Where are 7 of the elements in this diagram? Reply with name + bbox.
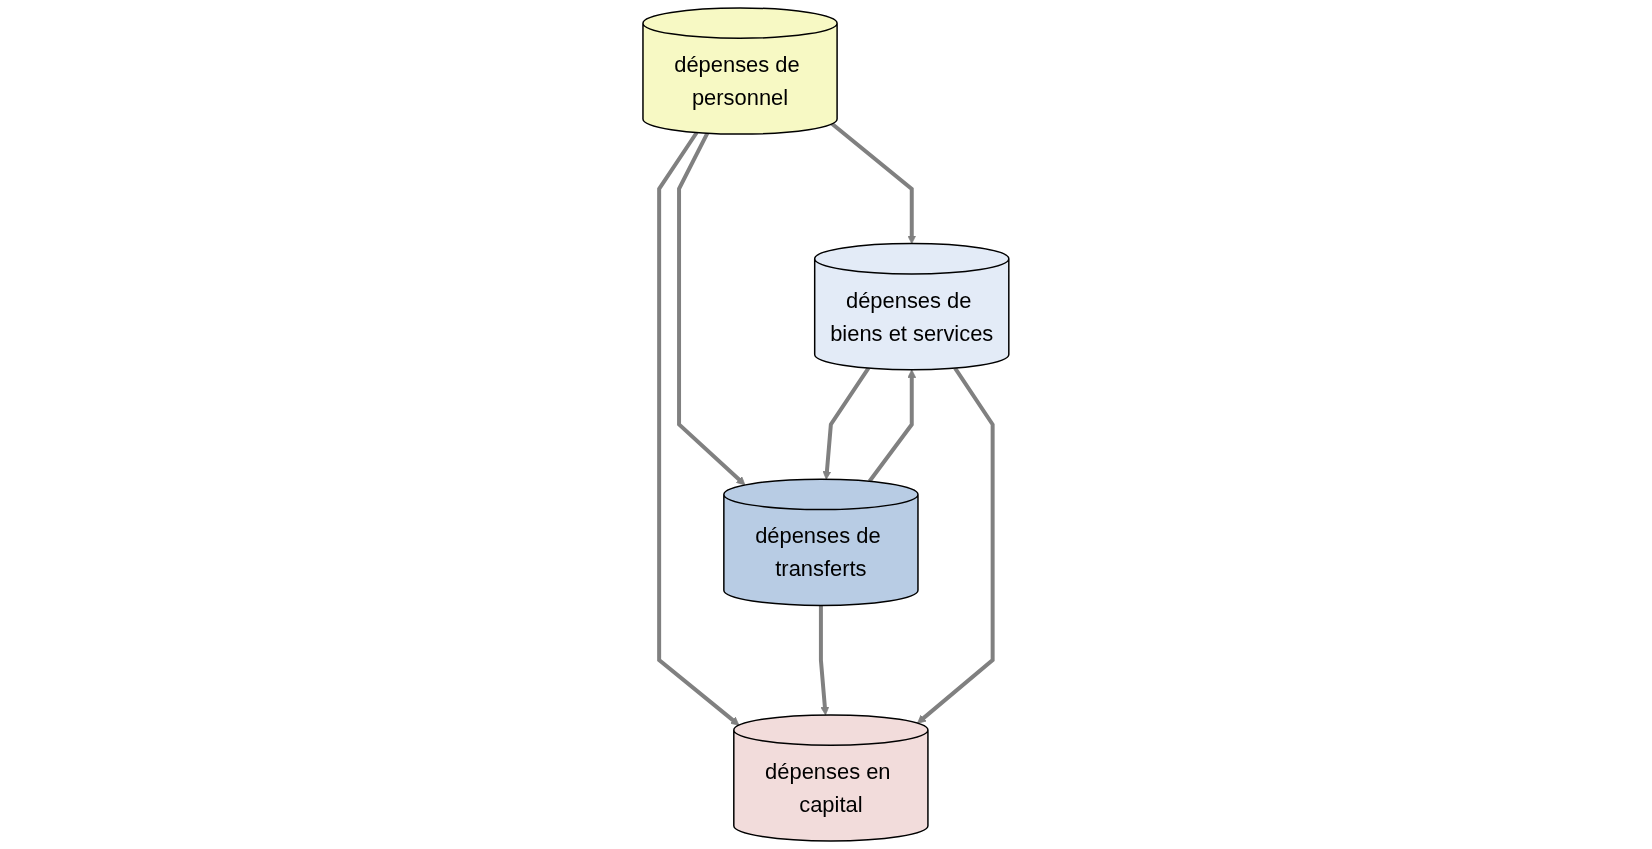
- arrow: [819, 605, 830, 716]
- arrow: [868, 369, 917, 483]
- arrow: [677, 132, 746, 486]
- arrow: [917, 367, 995, 724]
- arrow: [657, 131, 740, 726]
- arrow: [822, 367, 871, 480]
- arrow: [830, 122, 917, 244]
